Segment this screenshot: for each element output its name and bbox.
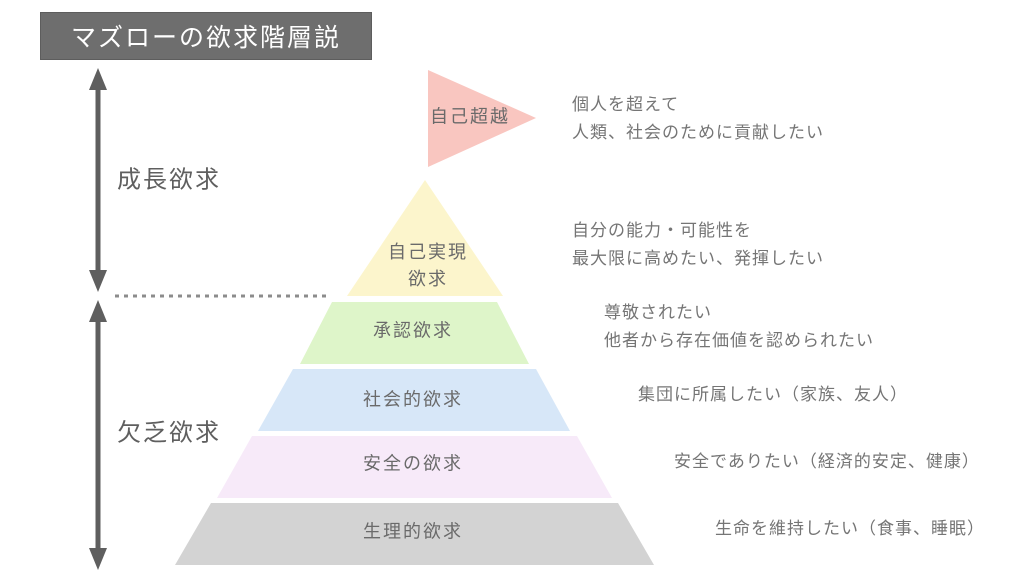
level-label-social: 社会的欲求 bbox=[363, 389, 463, 410]
description-self-actualization: 自分の能力・可能性を 最大限に高めたい、発揮したい bbox=[572, 221, 824, 268]
level-safety-shape bbox=[217, 436, 612, 498]
growth-arrow-head-down-icon bbox=[89, 270, 107, 292]
level-label-self-transcendence: 自己超越 bbox=[430, 106, 510, 127]
level-self-transcendence-shape bbox=[428, 70, 536, 167]
description-self-transcendence: 個人を超えて 人類、社会のために貢献したい bbox=[572, 95, 824, 142]
deficiency-range-arrow bbox=[89, 300, 107, 570]
level-esteem-shape bbox=[300, 302, 529, 364]
level-label-safety: 安全の欲求 bbox=[363, 453, 463, 474]
level-label-self-actualization: 自己実現 欲求 bbox=[388, 242, 468, 289]
level-physiological-shape bbox=[175, 503, 654, 565]
level-social-shape bbox=[258, 369, 570, 431]
title-box: マズローの欲求階層説 bbox=[40, 12, 372, 60]
description-social: 集団に所属したい（家族、友人） bbox=[638, 385, 908, 404]
deficiency-arrow-shaft bbox=[95, 316, 101, 552]
description-safety: 安全でありたい（経済的安定、健康） bbox=[674, 452, 980, 471]
growth-arrow-shaft bbox=[95, 84, 101, 276]
description-physiological: 生命を維持したい（食事、睡眠） bbox=[715, 519, 985, 538]
growth-needs-label: 成長欲求 bbox=[117, 166, 221, 194]
description-esteem: 尊敬されたい 他者から存在価値を認められたい bbox=[604, 303, 874, 350]
growth-range-arrow bbox=[89, 68, 107, 292]
level-label-physiological: 生理的欲求 bbox=[363, 521, 463, 542]
page-title: マズローの欲求階層説 bbox=[70, 24, 341, 52]
level-self-actualization-shape bbox=[347, 180, 503, 296]
deficiency-arrow-head-down-icon bbox=[89, 548, 107, 570]
level-label-esteem: 承認欲求 bbox=[373, 320, 453, 341]
growth-arrow-head-up-icon bbox=[89, 68, 107, 90]
deficiency-needs-label: 欠乏欲求 bbox=[117, 419, 221, 447]
deficiency-arrow-head-up-icon bbox=[89, 300, 107, 322]
